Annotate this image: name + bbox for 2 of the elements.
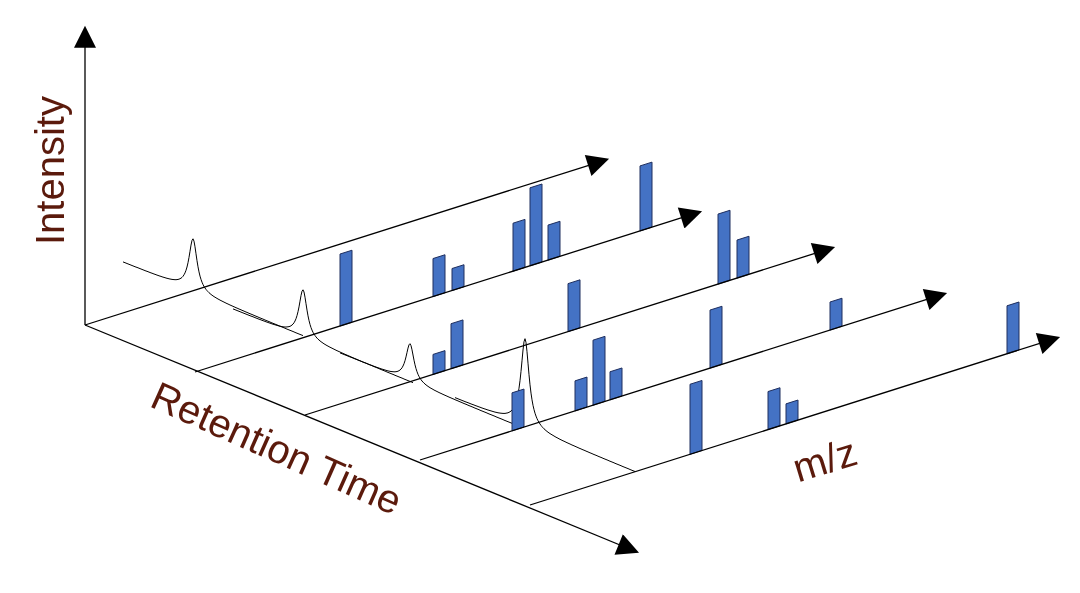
axis-label: m/z <box>788 431 862 489</box>
axis-label: Intensity <box>30 96 70 245</box>
